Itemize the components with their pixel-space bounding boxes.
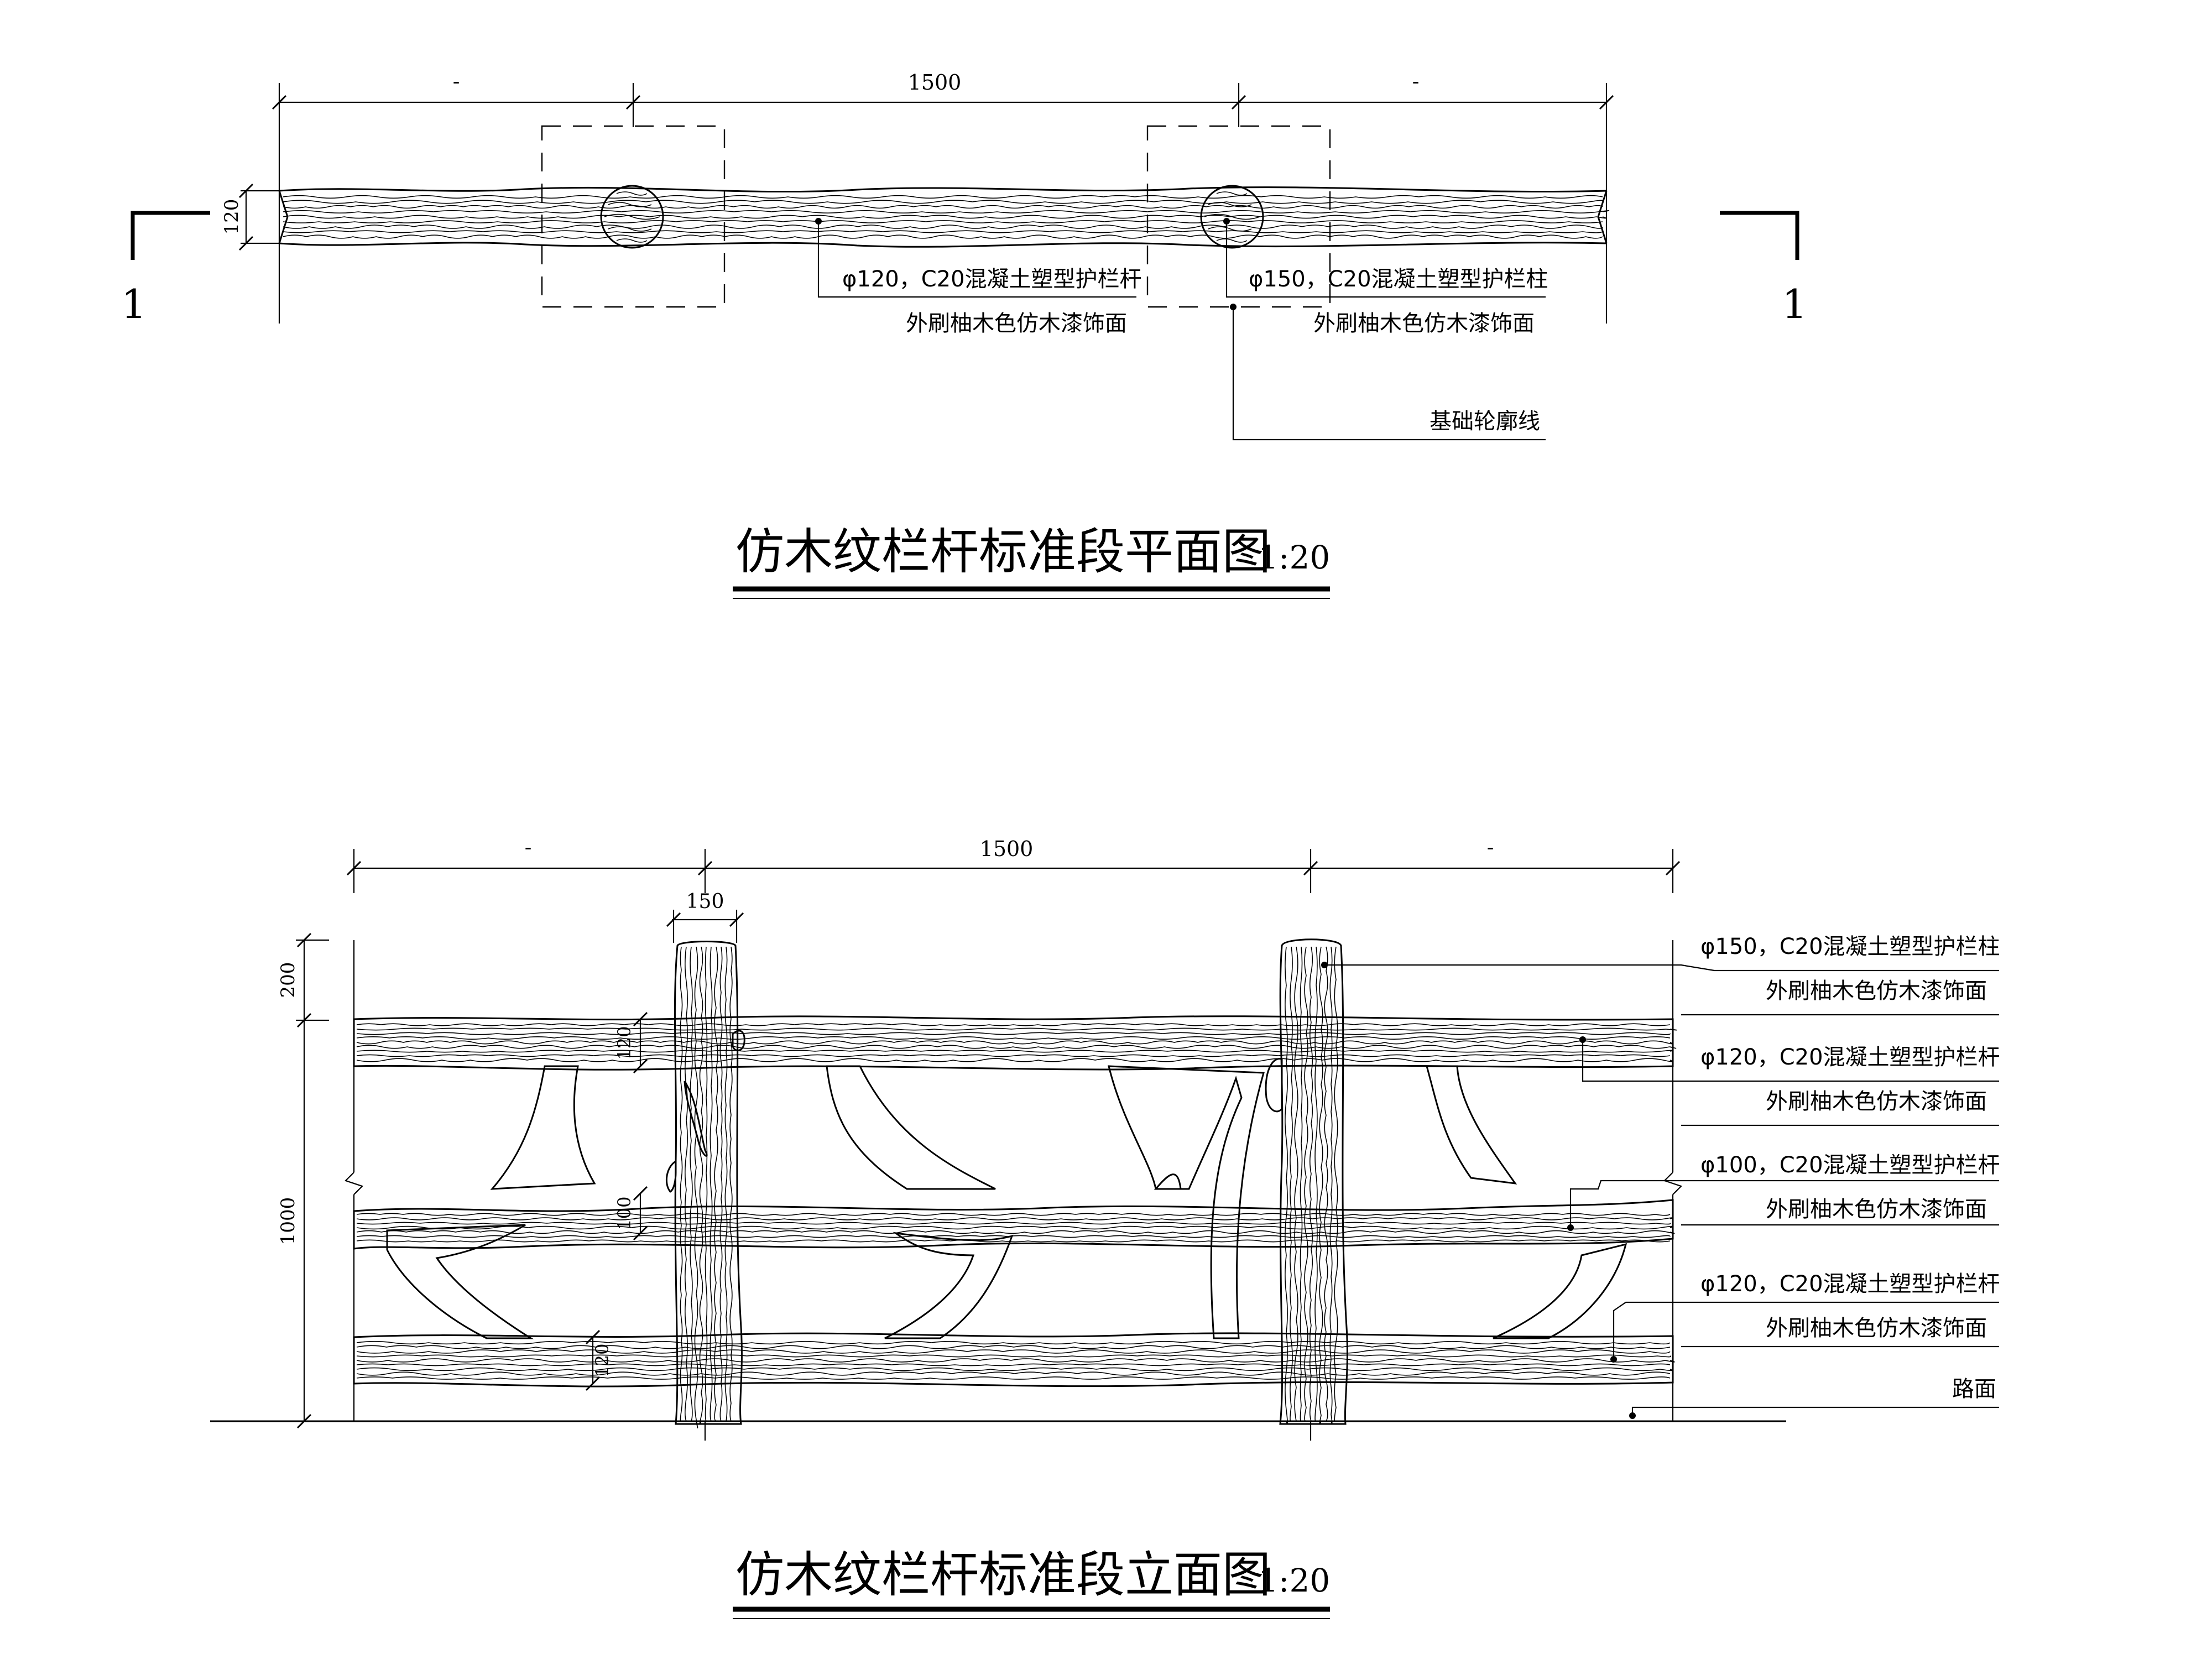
plan-rail-width-label: 120 — [221, 199, 243, 235]
elevation-dimension: - 1500 - — [347, 835, 1679, 893]
plan-rail — [279, 187, 1609, 247]
plan-label-foundation: 基础轮廓线 — [1430, 409, 1540, 434]
plan-title: 仿木纹栏杆标准段平面图 — [735, 523, 1271, 580]
plan-label-post-line2: 外刷柚木色仿木漆饰面 — [1313, 311, 1535, 336]
top-rail — [354, 1016, 1677, 1070]
plan-dim-left: - — [453, 69, 460, 93]
elev-label-4-line2: 外刷柚木色仿木漆饰面 — [1766, 1316, 1987, 1341]
elev-label-3-line2: 外刷柚木色仿木漆饰面 — [1766, 1197, 1987, 1222]
elev-label-1-line1: φ150，C20混凝土塑型护栏柱 — [1700, 934, 2000, 959]
height-dimension: 200 1000 — [277, 933, 329, 1428]
elev-dim-right: - — [1487, 835, 1494, 859]
plan-post-left — [601, 186, 663, 248]
elev-dim-left: - — [525, 835, 532, 859]
elev-label-4-line1: φ120，C20混凝土塑型护栏杆 — [1700, 1271, 2000, 1297]
elevation-scale: 1:20 — [1258, 1562, 1330, 1599]
section-mark-right: 1 — [1782, 281, 1807, 327]
elev-dim-center: 1500 — [980, 837, 1034, 861]
elev-label-ground: 路面 — [1952, 1376, 1996, 1402]
plan-post-right — [1201, 186, 1263, 248]
elev-label-1-line2: 外刷柚木色仿木漆饰面 — [1766, 978, 1987, 1004]
middle-rail-dim: 100 — [614, 1196, 635, 1230]
branch-infill — [387, 1066, 1626, 1338]
middle-rail — [354, 1200, 1674, 1249]
total-height-label: 1000 — [277, 1197, 299, 1245]
top-rail-dim: 120 — [614, 1026, 635, 1060]
elevation-title: 仿木纹栏杆标准段立面图 — [735, 1546, 1271, 1603]
elev-label-3-line1: φ100，C20混凝土塑型护栏杆 — [1700, 1152, 2000, 1178]
plan-dim-right: - — [1412, 69, 1420, 93]
elev-label-2-line1: φ120，C20混凝土塑型护栏杆 — [1700, 1045, 2000, 1070]
plan-dim-center: 1500 — [908, 70, 962, 95]
plan-label-rail-line2: 外刷柚木色仿木漆饰面 — [906, 311, 1127, 336]
bottom-rail-dim: 120 — [592, 1343, 613, 1377]
plan-label-post-line1: φ150，C20混凝土塑型护栏柱 — [1249, 267, 1548, 292]
plan-view: - 1500 - 120 1 1 — [121, 69, 1807, 598]
post-top-label: 200 — [277, 962, 299, 998]
elev-label-2-line2: 外刷柚木色仿木漆饰面 — [1766, 1089, 1987, 1114]
elevation-view: - 1500 - 150 200 1000 — [210, 835, 2000, 1619]
plan-label-rail-line1: φ120，C20混凝土塑型护栏杆 — [842, 267, 1142, 292]
plan-rail-width-dim: 120 — [221, 184, 279, 250]
post-right — [1266, 940, 1347, 1425]
foundation-outline-left — [542, 126, 724, 307]
bottom-rail — [354, 1333, 1674, 1386]
post-width-dim: 150 — [667, 890, 743, 943]
post-width-label: 150 — [686, 890, 724, 913]
section-mark-left: 1 — [121, 281, 147, 327]
plan-scale: 1:20 — [1258, 539, 1330, 576]
